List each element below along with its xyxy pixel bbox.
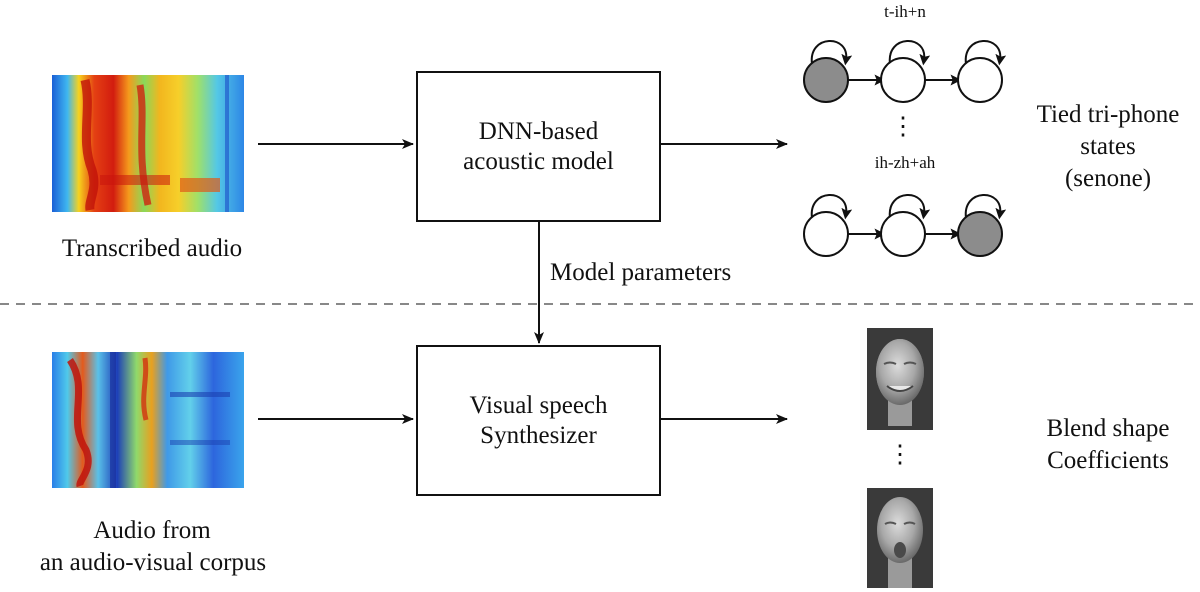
corpus-audio-spectrogram xyxy=(52,352,244,488)
synth-box-line1: Visual speech xyxy=(469,391,608,419)
triphone-label-top: t-ih+n xyxy=(884,2,926,21)
hmm-state-2 xyxy=(880,57,926,103)
corpus-audio-label-line2: an audio-visual corpus xyxy=(39,549,267,576)
hmm-chain-bottom xyxy=(803,194,1007,257)
hmm-state-1 xyxy=(803,211,849,257)
senone-label-line3: (senone) xyxy=(1064,165,1152,192)
hmm-state-3 xyxy=(957,57,1003,103)
triphone-label-bottom: ih-zh+ah xyxy=(874,153,936,172)
transcribed-audio-spectrogram xyxy=(52,75,244,212)
senone-label-line2: states xyxy=(1080,133,1136,160)
acoustic-box-line2: acoustic model xyxy=(463,147,614,175)
visual-speech-synthesizer-box: Visual speech Synthesizer xyxy=(416,345,661,496)
face-ellipsis: ⋮ xyxy=(887,441,913,468)
senone-ellipsis: ⋮ xyxy=(890,113,916,140)
blend-shape-label-line1: Blend shape xyxy=(1046,415,1170,442)
synth-box-line2: Synthesizer xyxy=(480,421,597,449)
acoustic-box-line1: DNN-based xyxy=(478,117,599,145)
hmm-chain-top xyxy=(803,40,1007,103)
blend-shape-label-line2: Coefficients xyxy=(1047,447,1169,474)
transcribed-audio-label: Transcribed audio xyxy=(61,235,243,262)
face-image-open-mouth xyxy=(867,488,933,588)
model-parameters-label: Model parameters xyxy=(550,259,732,286)
senone-label-line1: Tied tri-phone xyxy=(1036,101,1180,128)
face-image-smile xyxy=(867,328,933,430)
hmm-state-3-shaded xyxy=(957,211,1003,257)
hmm-state-2 xyxy=(880,211,926,257)
hmm-state-1-shaded xyxy=(803,57,849,103)
corpus-audio-label-line1: Audio from xyxy=(93,517,211,544)
dnn-acoustic-model-box: DNN-based acoustic model xyxy=(416,71,661,222)
